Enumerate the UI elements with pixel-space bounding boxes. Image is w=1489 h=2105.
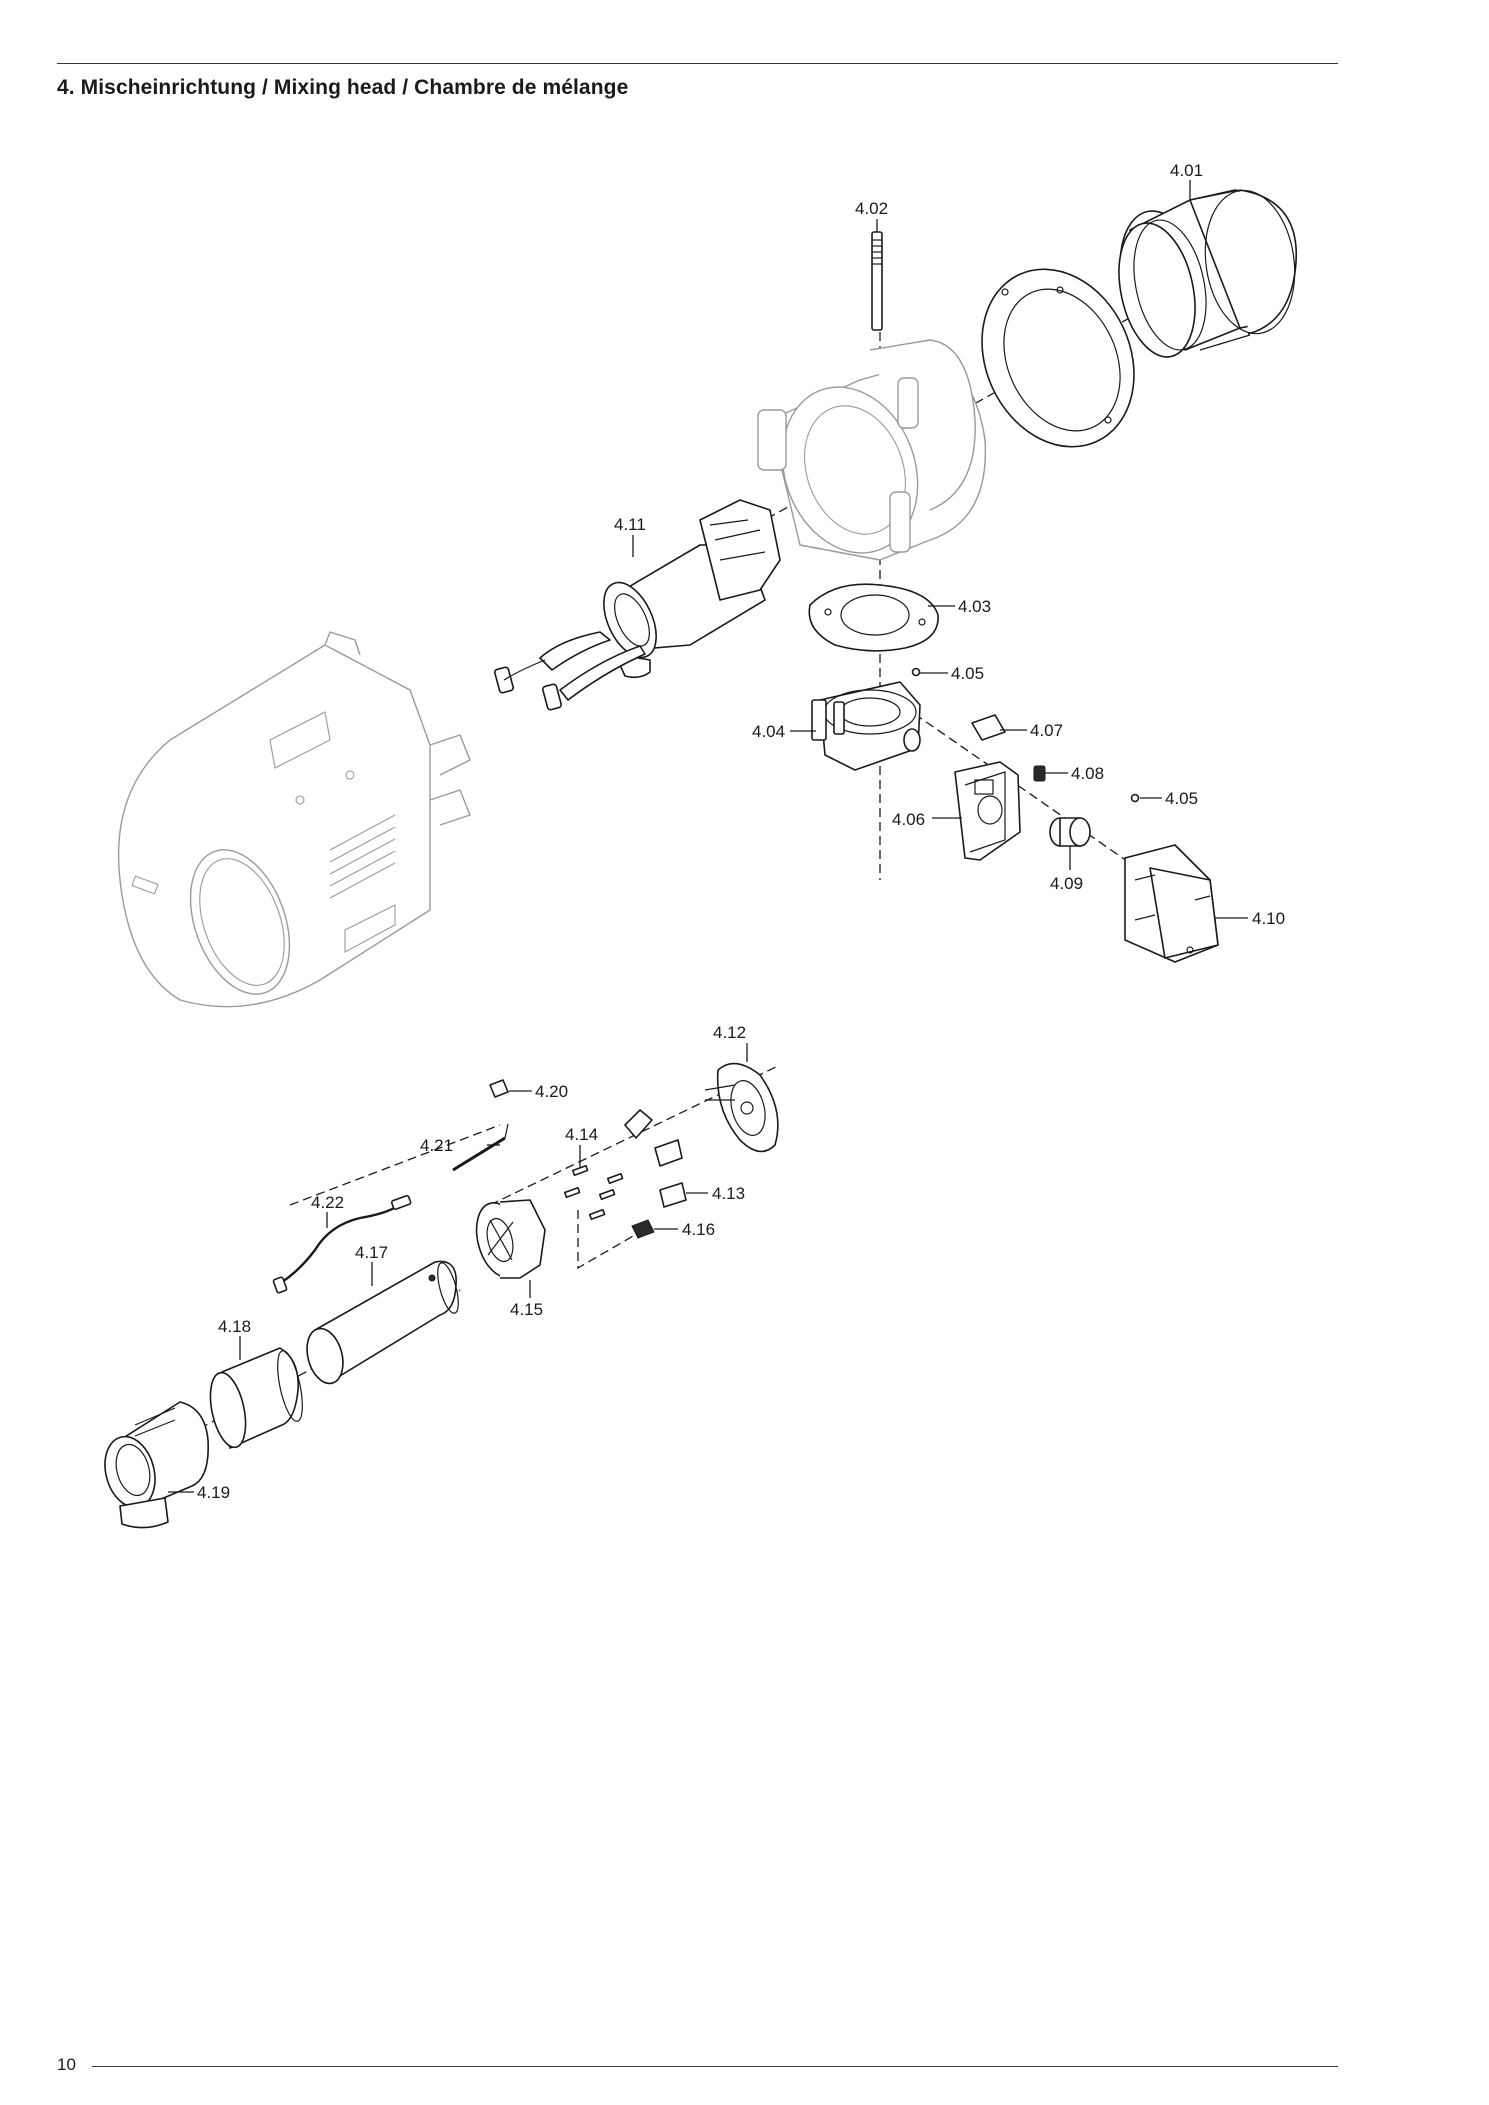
part-4.08-clip — [1033, 765, 1046, 782]
callout-4.19: 4.19 — [197, 1483, 230, 1502]
callout-4.08: 4.08 — [1071, 764, 1104, 783]
part-4.18-baffle-ring — [209, 1347, 303, 1449]
part-4.10-servo-motor — [1124, 844, 1219, 963]
callout-4.17: 4.17 — [355, 1243, 388, 1262]
part-4.06-actuator-bracket — [954, 761, 1021, 861]
callout-4.15: 4.15 — [510, 1300, 543, 1319]
callout-4.01: 4.01 — [1170, 161, 1203, 180]
part-4.01-blast-tube — [1118, 189, 1297, 358]
part-4.07-plate — [971, 714, 1006, 741]
callout-4.03: 4.03 — [958, 597, 991, 616]
leader-lines — [168, 180, 1248, 1493]
part-4.17-flame-tube — [306, 1260, 459, 1385]
part-4.05-screw-b — [1130, 793, 1140, 803]
part-4.11-mixing-head — [494, 499, 781, 711]
callout-4.11: 4.11 — [614, 515, 646, 534]
part-4.22-ignition-cable — [272, 1194, 412, 1294]
callout-4.04: 4.04 — [752, 722, 785, 741]
page-number: 10 — [57, 2055, 76, 2074]
part-4.02-threaded-rod — [871, 231, 883, 331]
part-4.16-clip — [631, 1219, 655, 1239]
footer-rule — [92, 2066, 1338, 2067]
callout-4.10: 4.10 — [1252, 909, 1285, 928]
part-4.12-nozzle-disc — [704, 1062, 779, 1153]
callout-4.09: 4.09 — [1050, 874, 1083, 893]
housing-flange-ghost — [757, 339, 987, 561]
part-4.15-diffuser — [475, 1199, 546, 1279]
part-4.14-pin — [563, 1164, 624, 1221]
callout-4.07: 4.07 — [1030, 721, 1063, 740]
callout-4.21: 4.21 — [420, 1136, 453, 1155]
callout-4.16: 4.16 — [682, 1220, 715, 1239]
callout-4.13: 4.13 — [712, 1184, 745, 1203]
page-title: 4. Mischeinrichtung / Mixing head / Cham… — [57, 76, 629, 99]
axis-branch — [577, 1210, 641, 1270]
flange-gasket — [981, 268, 1135, 448]
callout-4.22: 4.22 — [311, 1193, 344, 1212]
callout-4.20: 4.20 — [535, 1082, 568, 1101]
part-4.13-nozzle-sleeve — [624, 1109, 687, 1208]
callout-labels: 4.01 4.02 4.03 4.04 4.05 4.05 4.06 4.07 … — [197, 161, 1285, 1502]
callout-4.06: 4.06 — [892, 810, 925, 829]
callout-4.02: 4.02 — [855, 199, 888, 218]
part-4.09-coupling — [1049, 817, 1091, 847]
part-4.20-plate — [489, 1079, 509, 1098]
part-4.03-gasket-plate — [808, 583, 939, 652]
part-4.19-burner-head — [104, 1401, 209, 1529]
part-4.04-housing — [811, 681, 921, 771]
fan-housing-ghost — [117, 631, 471, 1008]
header-rule — [57, 63, 1338, 64]
callout-4.05-lower: 4.05 — [1165, 789, 1198, 808]
part-4.05-screw-a — [911, 667, 921, 677]
callout-4.18: 4.18 — [218, 1317, 251, 1336]
callout-4.12: 4.12 — [713, 1023, 746, 1042]
axis-electrode — [289, 1124, 501, 1206]
callout-4.14: 4.14 — [565, 1125, 598, 1144]
callout-4.05-upper: 4.05 — [951, 664, 984, 683]
part-4.21-electrode — [452, 1123, 509, 1172]
